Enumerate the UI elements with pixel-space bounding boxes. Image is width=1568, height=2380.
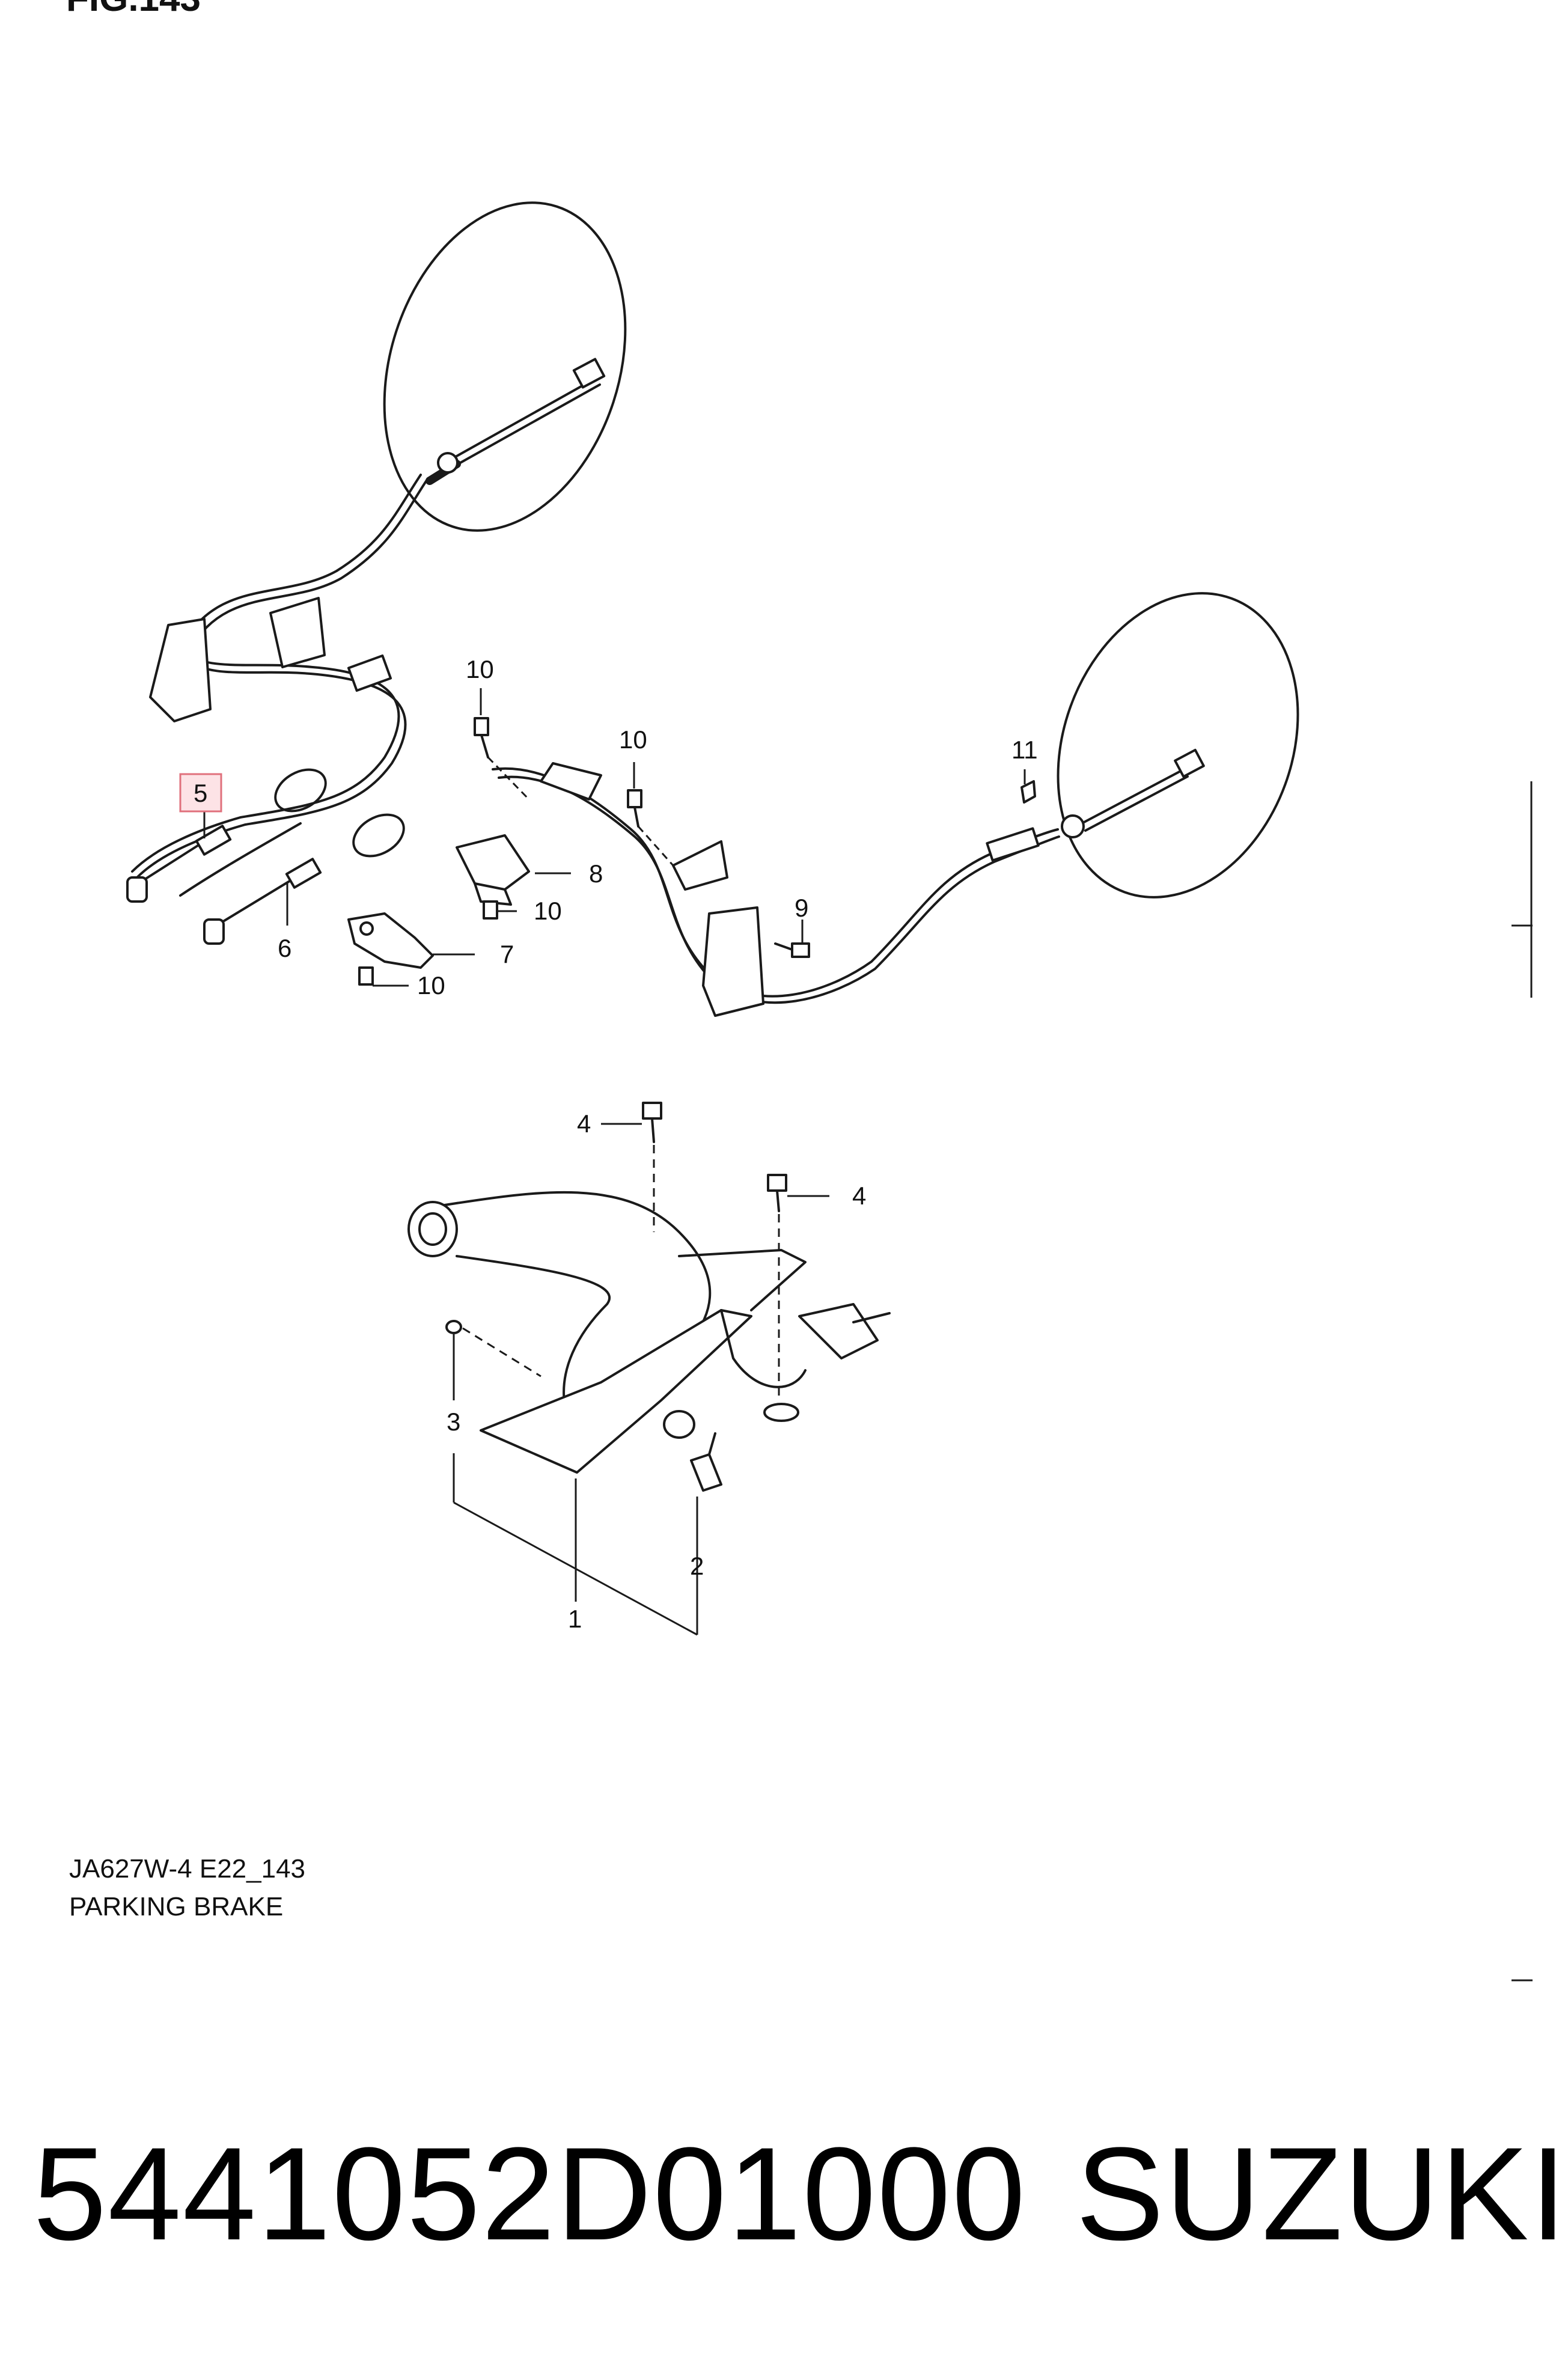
figure-title: FIG.143: [66, 0, 201, 19]
figure-code: JA627W-4 E22_143: [69, 1854, 306, 1884]
footer: [0, 1983, 1533, 2380]
callout-6: 6: [278, 934, 291, 962]
left-brake-cable: [131, 474, 429, 897]
callout-3: 3: [447, 1408, 460, 1436]
figure-name: PARKING BRAKE: [69, 1892, 284, 1921]
callout-8: 8: [589, 859, 603, 888]
bracket-8: [456, 834, 530, 906]
bolts: [358, 717, 1036, 986]
callout-1: 1: [568, 1605, 582, 1633]
callout-9: 9: [795, 894, 808, 922]
callout-10: 10: [534, 897, 562, 925]
lever-bolts: [445, 1102, 787, 1492]
callout-4: 4: [577, 1109, 591, 1138]
part-number: 5441052D01000: [33, 2120, 1027, 2268]
cable-end-6: [203, 858, 322, 945]
callout-10: 10: [466, 655, 494, 683]
callout-2: 2: [690, 1552, 704, 1580]
callout-5[interactable]: 5: [194, 779, 207, 807]
brand-name: SUZUKI: [1076, 2120, 1568, 2268]
callout-10: 10: [619, 725, 647, 754]
highlight-box: [179, 773, 222, 813]
right-brake-drum: [1057, 592, 1299, 899]
callout-10: 10: [417, 971, 445, 999]
callout-11: 11: [1011, 736, 1038, 764]
left-brake-drum: [383, 201, 627, 532]
right-brake-cable: [492, 762, 1060, 1017]
callout-7: 7: [500, 940, 514, 968]
callout-4: 4: [852, 1182, 866, 1210]
bracket-7: [347, 912, 434, 969]
parking-brake-diagram: FIG.143: [66, 0, 1533, 1982]
parking-brake-lever: [407, 1191, 891, 1474]
cable-end-5: [126, 825, 232, 903]
